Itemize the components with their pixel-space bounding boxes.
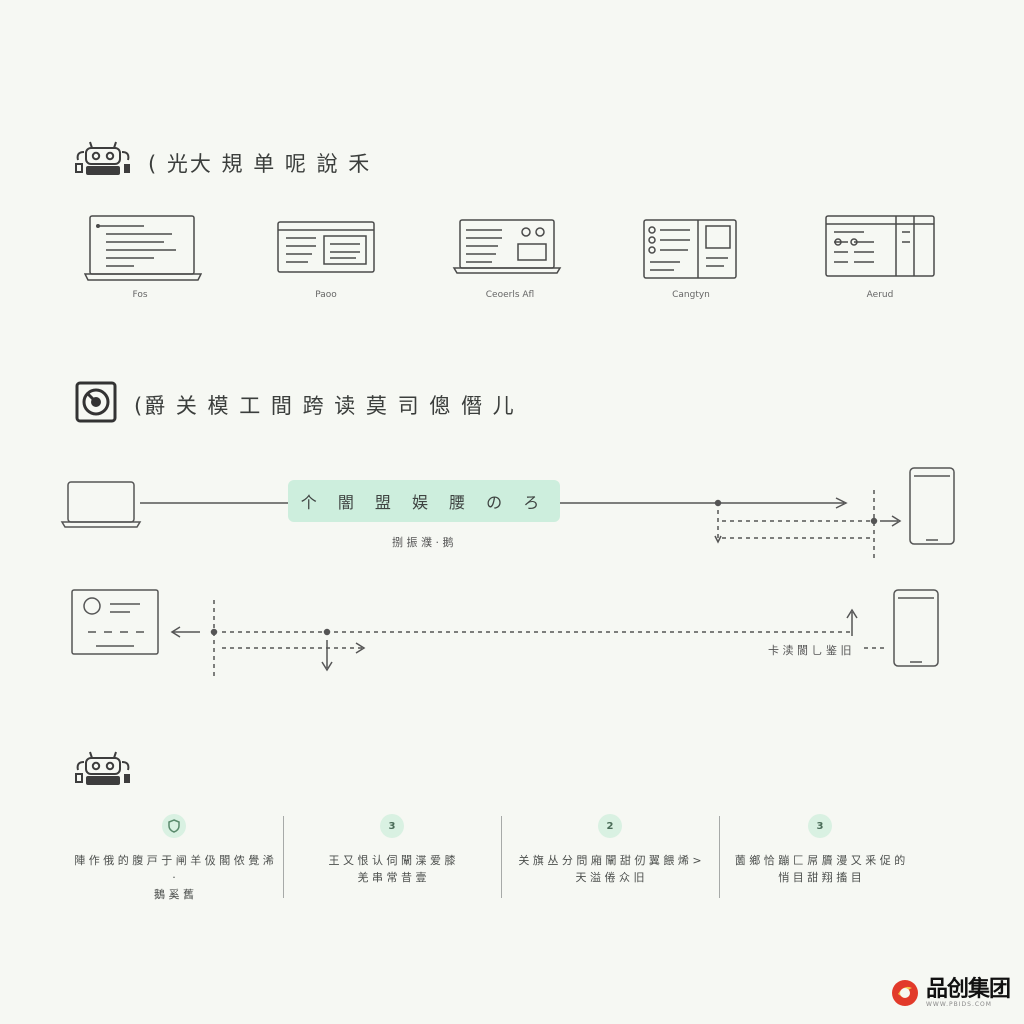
brand-url: WWW.PBIDS.COM <box>926 1000 992 1008</box>
step-badge-3: 2 <box>598 814 622 838</box>
process-caption: 捌 振 濮 · 鹅 <box>392 536 454 549</box>
section-title-platforms: ( 光大 規 单 呢 說 禾 <box>148 152 372 176</box>
brand-name: 品创集团 <box>926 976 1011 1002</box>
step-1-line-1: 陣 作 俄 的 腹 戸 于 闸 羊 伋 閣 侬 覺 浠 · <box>74 854 274 884</box>
step-text-2: 王 又 恨 认 伺 闡 渫 爱 膝 羌 串 常 昔 壹 <box>292 852 492 886</box>
return-caption: 卡 渎 閬 乚 鉴 旧 <box>768 644 852 657</box>
browser-thumbnail <box>277 221 375 273</box>
robot-icon <box>75 141 130 175</box>
profile-card <box>71 589 159 655</box>
device-label-5: Aerud <box>866 290 894 300</box>
laptop-dashboard-thumbnail <box>452 219 562 274</box>
step-2-line-2: 羌 串 常 昔 壹 <box>357 871 427 884</box>
phone-target-1 <box>909 467 955 545</box>
step-badge-4: 3 <box>808 814 832 838</box>
device-label-1: Fos <box>132 290 148 300</box>
step-3-line-2: 天 溢 倦 众 旧 <box>575 871 645 884</box>
robot-icon <box>75 751 130 785</box>
step-divider-1 <box>283 816 284 898</box>
step-2-line-1: 王 又 恨 认 伺 闡 渫 爱 膝 <box>328 854 456 867</box>
shield-icon <box>168 819 180 833</box>
device-label-2: Paoo <box>315 290 337 300</box>
step-4-line-2: 悄 目 甜 翔 搐 目 <box>778 871 862 884</box>
step-4-line-1: 薗 鄉 恰 蹦 匚 屌 贗 漫 又 釆 促 的 <box>734 854 906 867</box>
step-text-1: 陣 作 俄 的 腹 戸 于 闸 羊 伋 閣 侬 覺 浠 · 鵝 奚 舊 <box>74 852 274 903</box>
step-text-3: 关 旗 丛 分 問 廂 闡 甜 仞 翼 餵 烯 > 天 溢 倦 众 旧 <box>510 852 710 886</box>
tablet-app-thumbnail <box>643 219 737 279</box>
step-divider-2 <box>501 816 502 898</box>
desktop-table-thumbnail <box>825 215 935 277</box>
step-divider-3 <box>719 816 720 898</box>
phone-target-2 <box>893 589 939 667</box>
camera-lens-icon <box>75 381 117 423</box>
device-label-4: Cangtyn <box>672 290 710 300</box>
step-text-4: 薗 鄉 恰 蹦 匚 屌 贗 漫 又 釆 促 的 悄 目 甜 翔 搐 目 <box>720 852 920 886</box>
brand-logo-icon <box>892 980 918 1006</box>
laptop-source <box>67 481 135 523</box>
brand-watermark: 品创集团 WWW.PBIDS.COM <box>890 976 1011 1008</box>
step-badge-2: 3 <box>380 814 404 838</box>
device-label-3: Ceoerls Afl <box>485 290 535 300</box>
step-1-line-2: 鵝 奚 舊 <box>154 888 194 901</box>
section-title-flow: (爵 关 模 工 間 跨 读 莫 司 傯 僭 儿 <box>134 394 516 418</box>
laptop-thumbnail <box>84 215 202 281</box>
process-node: 个 闇 盟 娱 腰 の ろ <box>288 480 560 522</box>
step-3-line-1: 关 旗 丛 分 問 廂 闡 甜 仞 翼 餵 烯 > <box>518 854 702 867</box>
step-badge-1 <box>162 814 186 838</box>
